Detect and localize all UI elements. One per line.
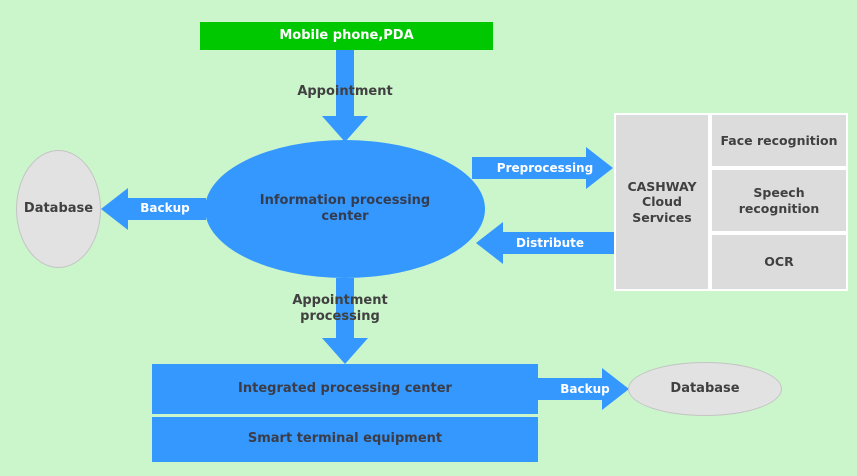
appointment-arrow-head — [322, 116, 368, 142]
preprocessing-arrow-head — [586, 147, 613, 189]
appointment-processing-edge-label: Appointment processing — [292, 293, 388, 325]
backup-right-edge-label: Backup — [560, 382, 610, 396]
node-information-processing-center: Information processing center — [205, 140, 485, 278]
node-ocr: OCR — [710, 233, 848, 291]
node-database-left: Database — [16, 150, 101, 268]
distribute-arrow-head — [476, 222, 503, 264]
backup-left-arrow-head — [101, 188, 128, 230]
distribute-arrow-shaft — [503, 232, 614, 254]
appointment-edge-label: Appointment — [297, 84, 393, 99]
appointment-processing-arrow-shaft — [336, 278, 354, 339]
distribute-edge-label: Distribute — [516, 236, 584, 250]
backup-right-arrow-shaft — [538, 378, 604, 400]
backup-left-edge-label: Backup — [140, 201, 190, 215]
node-speech-recognition: Speech recognition — [710, 168, 848, 233]
node-smart-terminal-equipment: Smart terminal equipment — [152, 417, 538, 462]
preprocessing-edge-label: Preprocessing — [496, 161, 594, 175]
appointment-processing-arrow-head — [322, 338, 368, 364]
node-database-right: Database — [628, 362, 782, 416]
preprocessing-arrow-shaft — [472, 157, 586, 179]
backup-right-arrow-head — [602, 368, 629, 410]
backup-left-arrow-shaft — [128, 198, 206, 220]
appointment-arrow-shaft — [336, 50, 354, 118]
node-integrated-processing-center: Integrated processing center — [152, 364, 538, 414]
node-face-recognition: Face recognition — [710, 113, 848, 168]
node-mobile-phone: Mobile phone,PDA — [200, 22, 493, 50]
node-cashway-cloud-services: CASHWAY Cloud Services — [614, 113, 710, 291]
